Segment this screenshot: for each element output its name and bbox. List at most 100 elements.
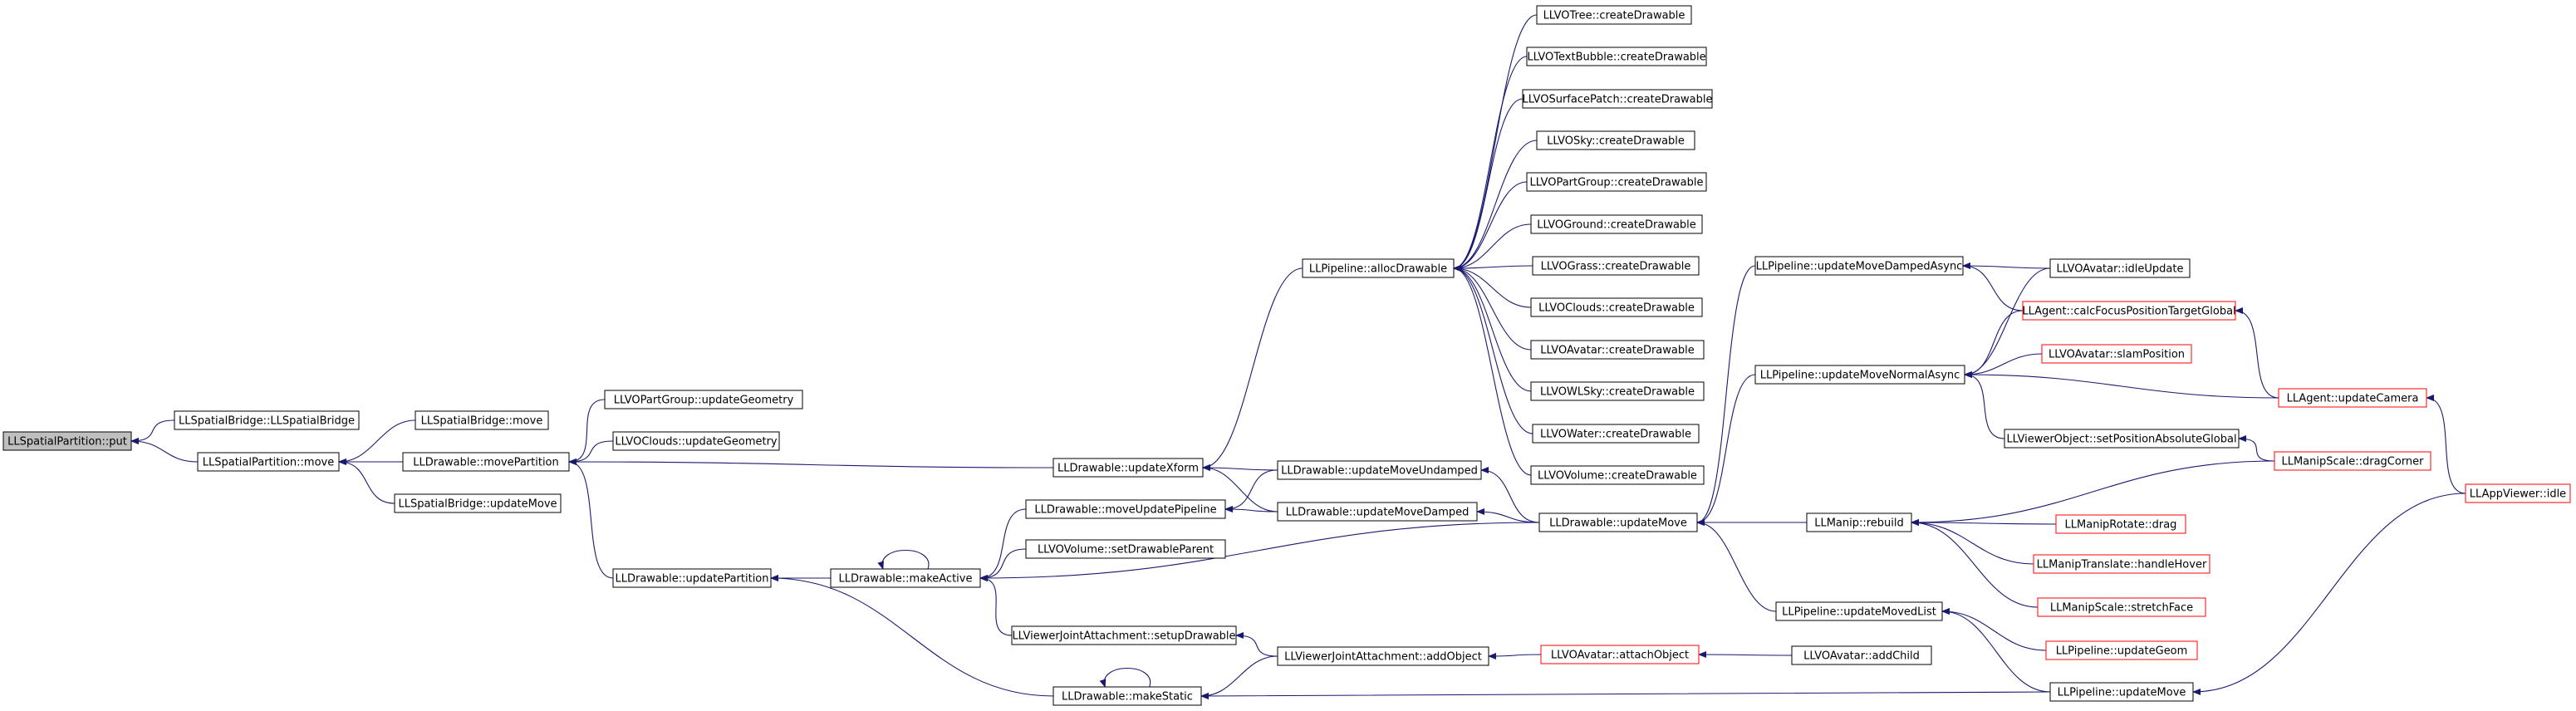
node-transhover[interactable]: LLManipTranslate::handleHover — [2033, 554, 2210, 574]
node-bridge-updmove[interactable]: LLSpatialBridge::updateMove — [394, 493, 562, 513]
node-avatar-cd[interactable]: LLVOAvatar::createDrawable — [1530, 340, 1705, 360]
node-move[interactable]: LLSpatialPartition::move — [197, 452, 340, 472]
node-undamped[interactable]: LLDrawable::updateMoveUndamped — [1277, 460, 1482, 480]
node-box — [1522, 89, 1713, 109]
node-box — [197, 452, 340, 472]
edge-n_appidle-to-n_updcamera — [2426, 395, 2466, 494]
node-label: LLDrawable::updatePartition — [615, 573, 768, 586]
node-label: LLVOWater::createDrawable — [1540, 429, 1691, 441]
node-movedlist[interactable]: LLPipeline::updateMovedList — [1775, 601, 1943, 621]
node-rotdrag[interactable]: LLManipRotate::drag — [2055, 514, 2186, 534]
node-box — [1754, 256, 1964, 276]
node-updpart[interactable]: LLDrawable::updatePartition — [612, 568, 772, 588]
node-updgeom[interactable]: LLPipeline::updateGeom — [2045, 640, 2198, 660]
node-box — [2049, 258, 2191, 278]
node-label: LLViewerJointAttachment::setupDrawable — [1012, 630, 1235, 643]
node-movepart[interactable]: LLDrawable::movePartition — [402, 452, 570, 472]
node-moveupdpipe[interactable]: LLDrawable::moveUpdatePipeline — [1025, 499, 1226, 519]
node-updcamera[interactable]: LLAgent::updateCamera — [2278, 388, 2427, 408]
node-vja-setup[interactable]: LLViewerJointAttachment::setupDrawable — [1011, 625, 1237, 645]
edge-n_updatemove-to-n_damped — [1476, 508, 1540, 523]
node-box — [1302, 258, 1455, 278]
node-label: LLVOWLSky::createDrawable — [1540, 386, 1695, 399]
node-box — [2055, 514, 2186, 534]
node-label: LLManipScale::dragCorner — [2281, 456, 2424, 468]
node-label: LLAgent::calcFocusPositionTargetGlobal — [2022, 306, 2235, 318]
node-box — [2033, 554, 2210, 574]
node-clouds[interactable]: LLVOClouds::createDrawable — [1530, 297, 1703, 317]
node-box — [1540, 645, 1700, 664]
node-box — [1277, 646, 1489, 666]
node-label: LLAgent::updateCamera — [2287, 393, 2419, 405]
node-ground[interactable]: LLVOGround::createDrawable — [1530, 214, 1703, 234]
node-damped[interactable]: LLDrawable::updateMoveDamped — [1277, 502, 1478, 522]
node-sky[interactable]: LLVOSky::createDrawable — [1536, 130, 1695, 150]
node-label: LLVOTree::createDrawable — [1543, 10, 1685, 22]
edge-n_normasync-to-n_updatemove — [1696, 374, 1756, 526]
node-makestatic[interactable]: LLDrawable::makeStatic — [1052, 686, 1202, 706]
node-attachobj[interactable]: LLVOAvatar::attachObject — [1540, 645, 1700, 664]
node-tree[interactable]: LLVOTree::createDrawable — [1536, 5, 1692, 25]
node-label: LLVOAvatar::attachObject — [1551, 650, 1689, 662]
node-rebuild[interactable]: LLManip::rebuild — [1806, 512, 1912, 532]
node-updmove-pipe[interactable]: LLPipeline::updateMove — [2049, 682, 2194, 702]
node-box — [1775, 601, 1943, 621]
node-box — [2004, 429, 2240, 449]
node-addchild[interactable]: LLVOAvatar::addChild — [1791, 645, 1932, 665]
node-box — [1754, 365, 1965, 385]
node-bridge-move[interactable]: LLSpatialBridge::move — [415, 410, 549, 430]
node-slampos[interactable]: LLVOAvatar::slamPosition — [2041, 344, 2192, 364]
node-idleupdate[interactable]: LLVOAvatar::idleUpdate — [2049, 258, 2191, 278]
node-grass[interactable]: LLVOGrass::createDrawable — [1532, 256, 1700, 276]
node-label: LLPipeline::updateMoveNormalAsync — [1760, 370, 1960, 382]
edge-n_makeactive-to-n_makeactive — [877, 549, 930, 570]
edge-n_sky-to-n_alloc — [1453, 140, 1538, 272]
node-surfpatch[interactable]: LLVOSurfacePatch::createDrawable — [1522, 89, 1713, 109]
node-vja-addobj[interactable]: LLViewerJointAttachment::addObject — [1277, 646, 1489, 666]
node-updxform[interactable]: LLDrawable::updateXform — [1052, 458, 1204, 478]
node-box — [1530, 340, 1705, 360]
edge-n_updcamera-to-n_calcfocus — [2235, 307, 2279, 399]
node-partgroup[interactable]: LLVOPartGroup::createDrawable — [1526, 172, 1707, 192]
node-setdrawparent[interactable]: LLVOVolume::setDrawableParent — [1025, 539, 1226, 559]
node-volume[interactable]: LLVOVolume::createDrawable — [1530, 465, 1705, 485]
node-water[interactable]: LLVOWater::createDrawable — [1532, 424, 1700, 444]
node-updatemove[interactable]: LLDrawable::updateMove — [1538, 512, 1698, 532]
edge-n_moveupdpipe-to-n_makeactive — [979, 508, 1027, 581]
node-box — [1025, 539, 1226, 559]
edge-n_avatar_cd-to-n_alloc — [1453, 265, 1532, 351]
node-dragcorner[interactable]: LLManipScale::dragCorner — [2274, 451, 2431, 471]
node-pg-updgeom[interactable]: LLVOPartGroup::updateGeometry — [604, 390, 803, 409]
node-calcfocus[interactable]: LLAgent::calcFocusPositionTargetGlobal — [2022, 301, 2236, 321]
edge-n_vja_setup-to-n_makeactive — [979, 575, 1013, 636]
node-stretchface[interactable]: LLManipScale::stretchFace — [2037, 597, 2206, 617]
node-dampasync[interactable]: LLPipeline::updateMoveDampedAsync — [1754, 256, 1964, 276]
node-label: LLDrawable::updateMove — [1549, 517, 1687, 530]
node-textbubble[interactable]: LLVOTextBubble::createDrawable — [1526, 47, 1707, 66]
edge-n_grass-to-n_alloc — [1453, 264, 1533, 272]
node-setposabs[interactable]: LLViewerObject::setPositionAbsoluteGloba… — [2004, 429, 2240, 449]
edge-n_clouds-to-n_alloc — [1453, 265, 1532, 308]
node-normasync[interactable]: LLPipeline::updateMoveNormalAsync — [1754, 365, 1965, 385]
edge-n_undamped-to-n_updxform — [1202, 464, 1278, 472]
node-box — [1052, 458, 1204, 478]
node-alloc[interactable]: LLPipeline::allocDrawable — [1302, 258, 1455, 278]
node-box — [1530, 214, 1703, 234]
node-label: LLSpatialPartition::move — [203, 457, 335, 469]
node-cl-updgeom[interactable]: LLVOClouds::updateGeometry — [612, 431, 780, 451]
node-label: LLDrawable::updateMoveDamped — [1286, 507, 1470, 519]
node-bridge-ctor[interactable]: LLSpatialBridge::LLSpatialBridge — [174, 410, 360, 430]
edge-n_surfpatch-to-n_alloc — [1453, 98, 1524, 272]
edge-n_updcamera-to-n_normasync — [1964, 371, 2279, 399]
node-makeactive[interactable]: LLDrawable::makeActive — [830, 568, 981, 588]
node-box — [2465, 483, 2571, 503]
node-appidle[interactable]: LLAppViewer::idle — [2465, 483, 2571, 503]
node-label: LLSpatialBridge::LLSpatialBridge — [179, 415, 355, 428]
node-box — [2045, 640, 2198, 660]
node-wlsky[interactable]: LLVOWLSky::createDrawable — [1530, 381, 1705, 401]
edge-n_tree-to-n_alloc — [1453, 14, 1538, 272]
edge-n_pg_updgeom-to-n_movepart — [568, 399, 606, 465]
edge-n_dragcorner-to-n_setposabs — [2238, 435, 2275, 462]
edge-n_idleupdate-to-n_dampasync — [1962, 262, 2051, 270]
node-put[interactable]: LLSpatialPartition::put — [2, 431, 132, 451]
